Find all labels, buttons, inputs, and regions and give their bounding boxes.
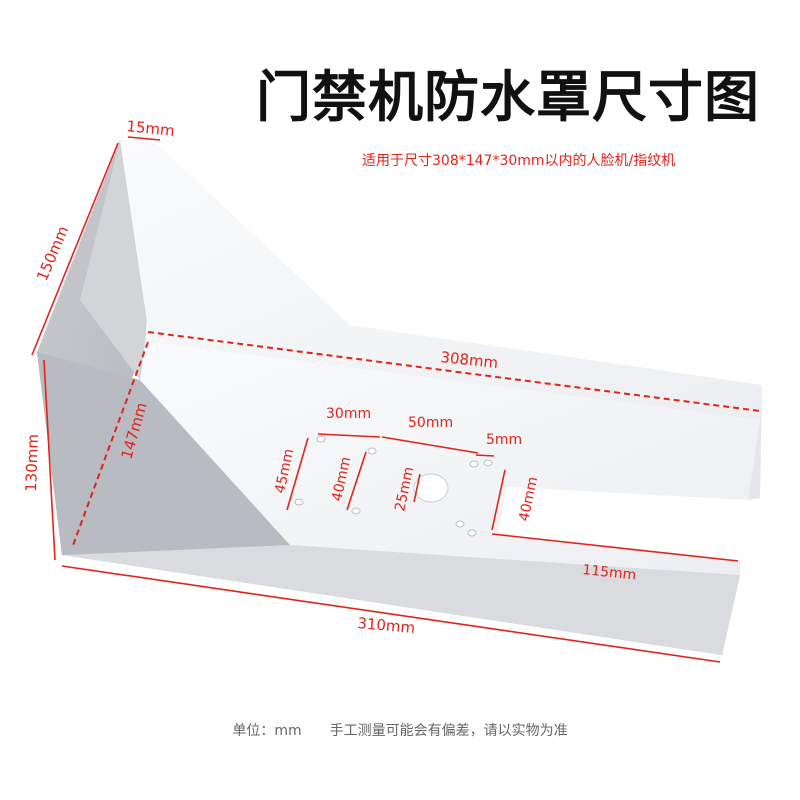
mount-hole xyxy=(351,507,361,515)
label-bottom-width: 310mm xyxy=(357,614,416,637)
mount-hole xyxy=(294,498,304,506)
dim-line-bottom-width xyxy=(61,565,721,663)
cable-hole xyxy=(413,473,449,503)
compatibility-note: 适用于尺寸308*147*30mm以内的人脸机/指纹机 xyxy=(362,153,676,169)
mount-hole xyxy=(367,447,377,455)
base-plate xyxy=(140,342,760,575)
mount-hole xyxy=(483,459,493,467)
dim-line-slot-length xyxy=(491,533,739,562)
measurement-disclaimer: 手工测量可能会有偏差，请以实物为准 xyxy=(329,723,568,739)
label-hole-b: 50mm xyxy=(408,415,453,431)
label-front-height: 130mm xyxy=(22,434,42,492)
label-inner-width: 308mm xyxy=(440,348,499,372)
label-back-height: 150mm xyxy=(33,223,72,283)
right-edge xyxy=(748,385,762,500)
mount-hole xyxy=(316,435,326,443)
dim-line-top-depth xyxy=(127,136,161,141)
dim-line-center-hole xyxy=(413,473,421,503)
label-slot-length: 115mm xyxy=(582,562,637,584)
unit-label: 单位：mm xyxy=(232,723,302,739)
mounting-holes xyxy=(294,435,493,537)
page-title: 门禁机防水罩尺寸图 xyxy=(255,65,760,129)
dim-line-hole-a xyxy=(317,433,381,438)
label-hole-c: 5mm xyxy=(486,432,522,448)
dim-line-slot-height xyxy=(491,469,506,531)
mount-hole xyxy=(467,529,477,537)
mount-hole xyxy=(455,520,465,528)
dim-line-inner-width xyxy=(147,331,761,412)
label-hole-a: 30mm xyxy=(326,406,371,422)
dim-line-front-height xyxy=(43,359,56,561)
dim-line-back-height xyxy=(31,142,119,356)
dim-line-hole-c xyxy=(475,454,495,457)
label-top-depth: 15mm xyxy=(126,117,176,140)
dim-line-hole-b xyxy=(381,436,479,454)
mount-hole xyxy=(469,460,479,468)
dim-line-vertical-a xyxy=(286,437,309,511)
dim-line-vertical-b xyxy=(346,451,367,511)
front-face xyxy=(62,545,740,655)
dimension-lines xyxy=(31,136,761,663)
dim-line-inner-depth xyxy=(71,341,149,549)
footer-note: 单位：mm 手工测量可能会有偏差，请以实物为准 xyxy=(0,720,800,740)
left-side-face xyxy=(37,352,290,555)
